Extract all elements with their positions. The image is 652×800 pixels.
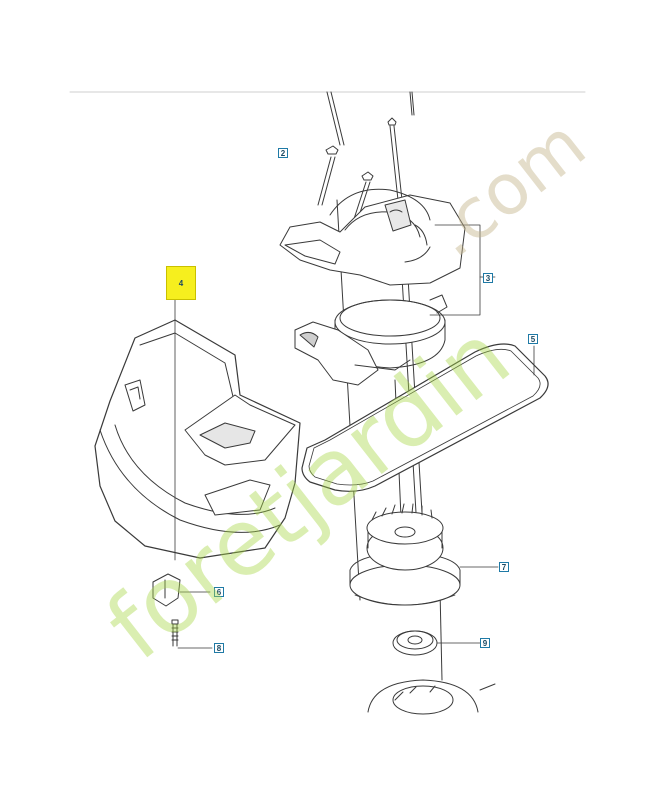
bracket	[152, 573, 211, 607]
callout-part-9[interactable]: 9	[480, 638, 490, 648]
callout-part-4[interactable]: 4	[166, 266, 196, 300]
motor	[349, 503, 499, 606]
guard	[94, 299, 301, 561]
callout-part-2[interactable]: 2	[278, 148, 288, 158]
gasket	[301, 343, 549, 492]
motor-cover-ring	[294, 294, 448, 386]
spool	[367, 679, 496, 715]
washer	[392, 630, 481, 656]
callout-part-7[interactable]: 7	[499, 562, 509, 572]
guard-screw	[171, 619, 213, 649]
callout-part-3[interactable]: 3	[483, 273, 493, 283]
callout-part-6[interactable]: 6	[214, 587, 224, 597]
motor-cover	[279, 188, 466, 286]
callout-part-5[interactable]: 5	[528, 334, 538, 344]
callout-part-8[interactable]: 8	[214, 643, 224, 653]
